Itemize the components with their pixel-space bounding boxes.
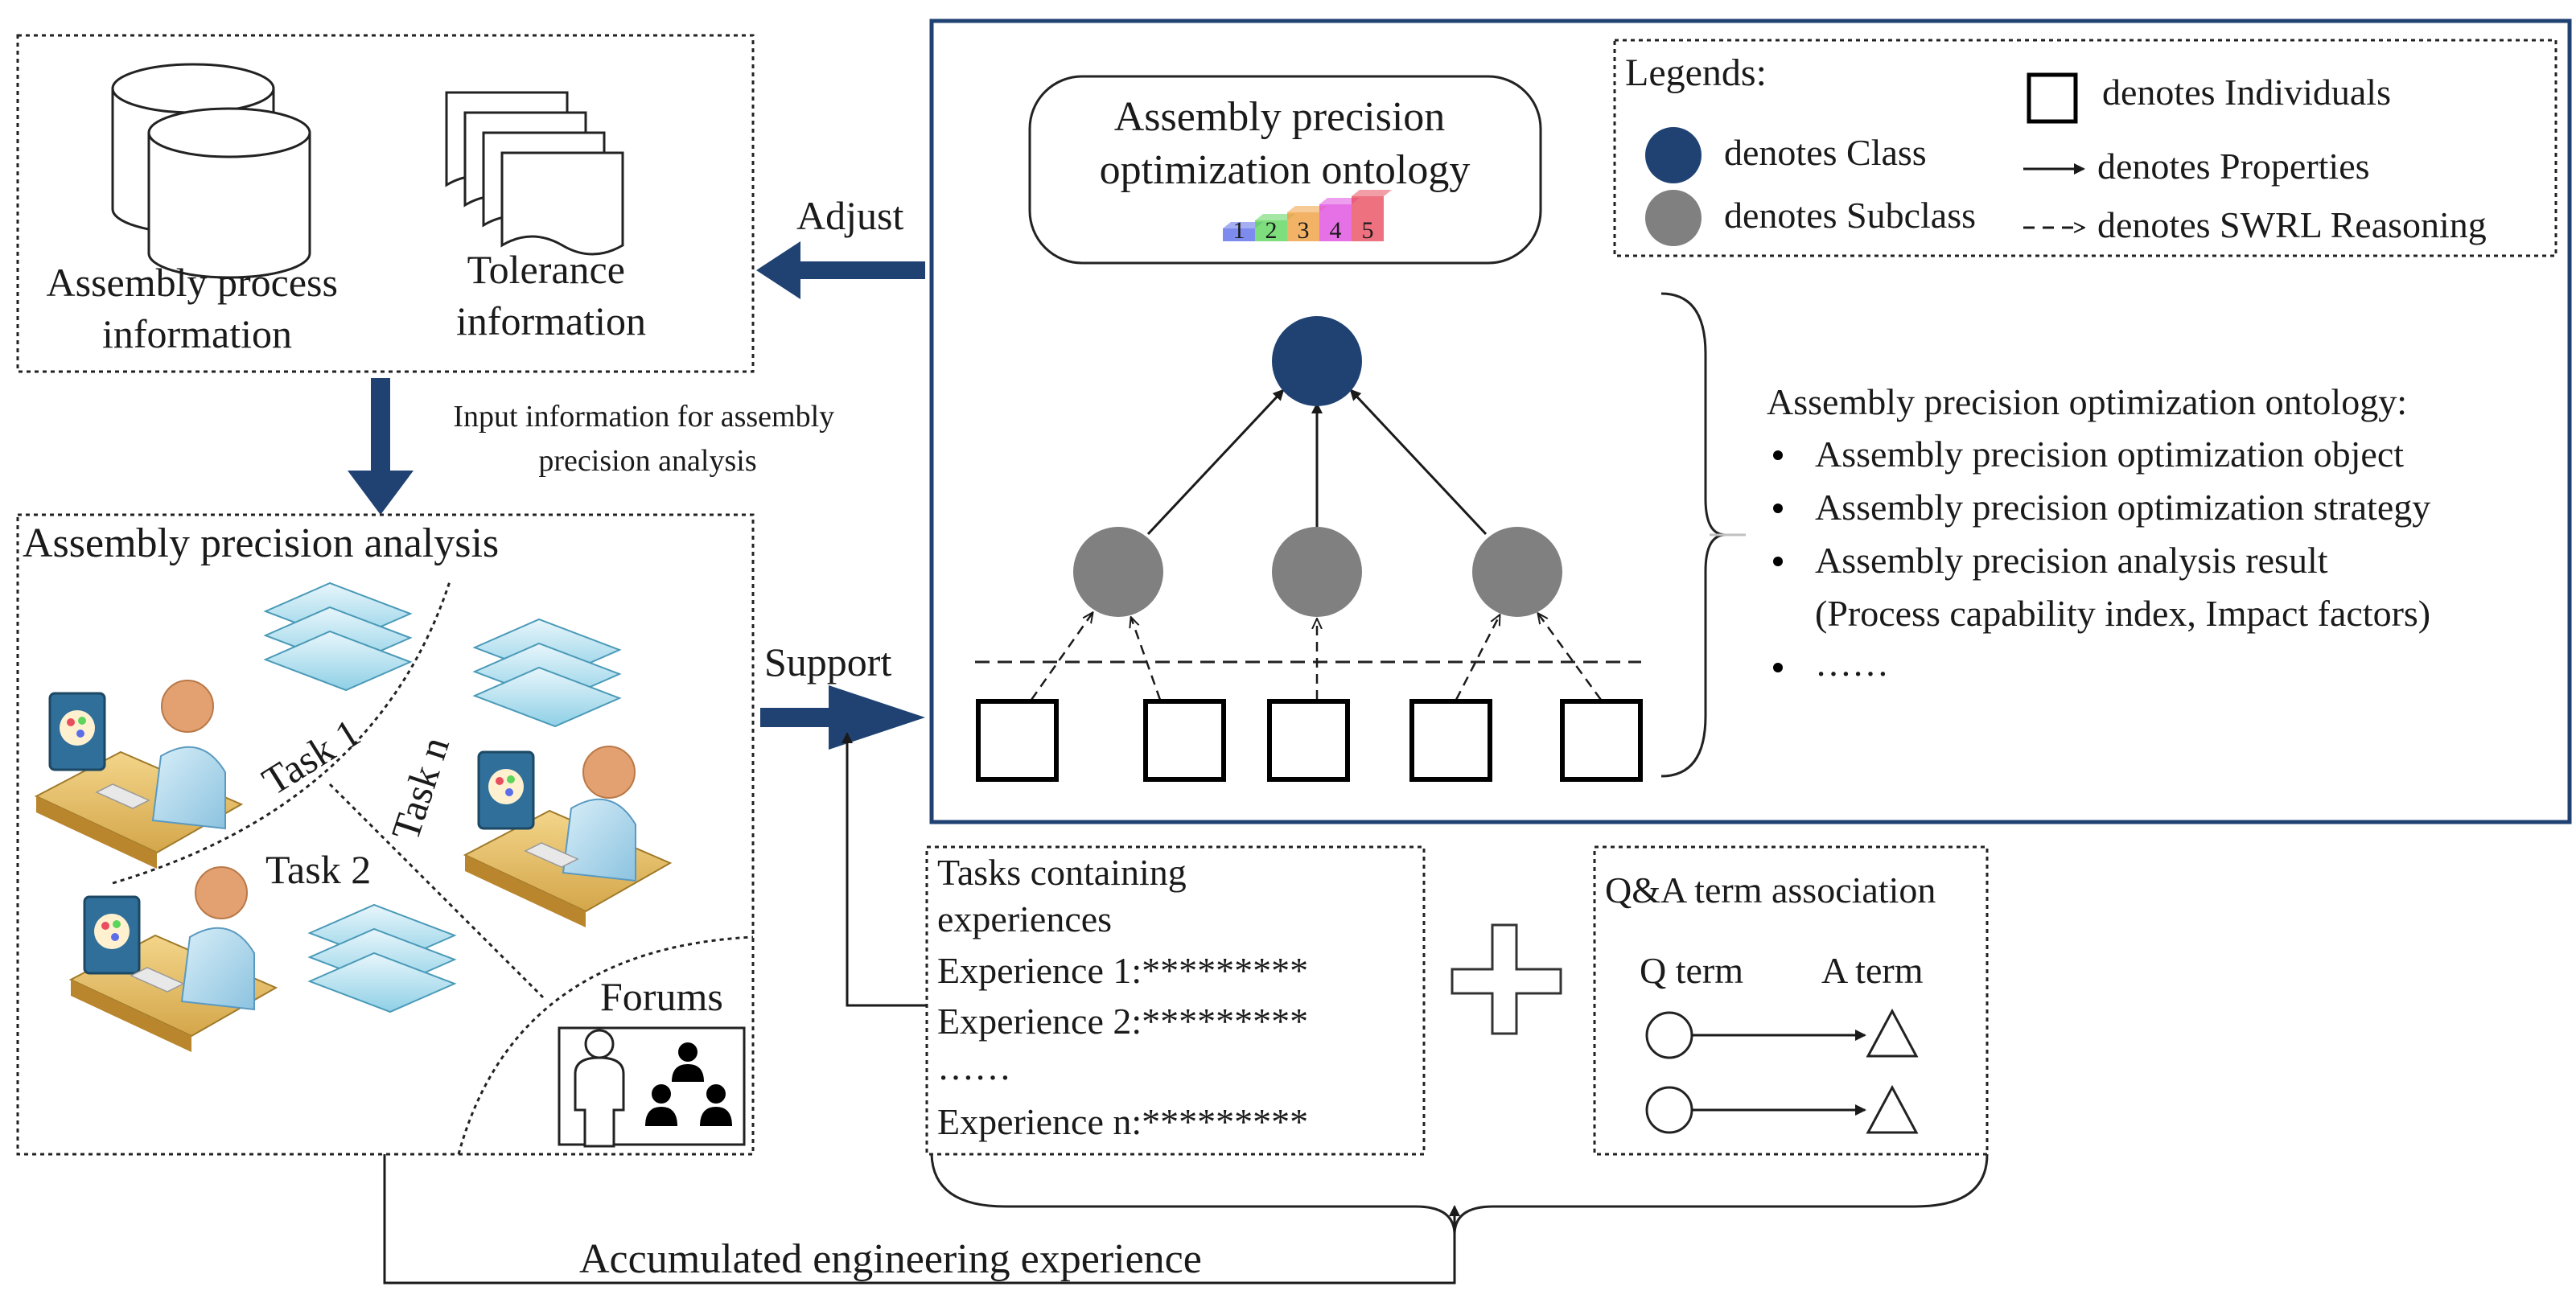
subclass-legend-label: denotes Subclass: [1724, 195, 1976, 236]
individual-node: [1560, 699, 1643, 782]
individuals-legend-marker: [2027, 72, 2078, 124]
bottom-brace: [930, 1153, 1989, 1235]
database-icon: [111, 63, 311, 279]
assembly-precision-analysis-title: Assembly precision analysis: [23, 520, 499, 566]
assembly-process-information-label: Assembly process information: [47, 260, 348, 356]
class-legend-label: denotes Class: [1724, 132, 1927, 173]
swrl-legend-label: denotes SWRL Reasoning: [2097, 204, 2487, 245]
a-term-node: [1866, 1008, 1919, 1058]
ontology-description-item: Assembly precision optimization object: [1815, 434, 2404, 475]
experience-item: Experience 2:*********: [937, 1001, 1308, 1042]
class-legend-marker: [1645, 127, 1702, 183]
task-documents-icon: [472, 618, 622, 728]
step-label: 5: [1362, 217, 1374, 244]
step-label: 3: [1298, 217, 1310, 244]
ontology-box: Assembly precision optimization ontology…: [929, 18, 2572, 824]
class-node: [1272, 316, 1362, 406]
ontology-description-item: Assembly precision analysis result: [1815, 540, 2328, 581]
individual-node: [1409, 699, 1492, 782]
support-arrow: Support: [760, 639, 925, 750]
task-documents-icon: [307, 903, 457, 1013]
individual-node: [1143, 699, 1226, 782]
task-2-label: Task 2: [265, 847, 371, 892]
step-block-top: [1255, 214, 1295, 220]
experience-item: ……: [937, 1046, 1011, 1087]
ontology-title: Assembly precision optimization ontology: [1100, 94, 1471, 193]
forums-label: Forums: [600, 974, 723, 1019]
ontology-description-heading: Assembly precision optimization ontology…: [1767, 381, 2407, 422]
adjust-arrow: Adjust: [756, 193, 925, 299]
experience-item: Experience n:*********: [937, 1101, 1308, 1142]
source-information-box: Assembly process information Tolerance i…: [16, 34, 755, 373]
support-label: Support: [764, 639, 891, 684]
experience-support-connector: [842, 732, 927, 1007]
qa-box: Q&A term association Q term A term: [1593, 845, 1989, 1156]
individual-node: [1267, 699, 1350, 782]
experiences-box: Tasks containing experiences Experience …: [925, 845, 1426, 1156]
ontology-description-item: (Process capability index, Impact factor…: [1815, 593, 2430, 634]
step-block: [1287, 212, 1319, 241]
legends-title: Legends:: [1625, 51, 1767, 94]
accumulated-experience-connector: [383, 1154, 1460, 1285]
subclass-node: [1472, 527, 1562, 617]
step-label: 1: [1233, 217, 1245, 244]
qa-title: Q&A term association: [1605, 869, 1936, 911]
tolerance-information-label: Tolerance information: [456, 247, 646, 343]
legends-box: Legends: denotes Class denotes Subclass …: [1613, 39, 2557, 257]
engineer-workstation-icon: [34, 680, 244, 869]
step-block-top: [1319, 198, 1360, 204]
ontology-description-item: ……: [1815, 643, 1889, 684]
plus-icon: [1451, 923, 1562, 1035]
documents-icon: [445, 91, 624, 256]
step-block: [1352, 196, 1384, 241]
experience-item: Experience 1:*********: [937, 950, 1308, 991]
input-information-label: Input information for assembly precision…: [453, 400, 842, 478]
input-arrow: Input information for assembly precision…: [348, 378, 842, 515]
task-documents-icon: [263, 582, 413, 692]
step-block: [1223, 228, 1255, 241]
experiences-title: Tasks containing experiences: [937, 852, 1195, 939]
step-block-top: [1287, 206, 1327, 212]
step-label: 2: [1265, 217, 1278, 244]
adjust-label: Adjust: [796, 193, 903, 238]
step-label: 4: [1330, 217, 1342, 244]
subclass-node: [1272, 527, 1362, 617]
ontology-hierarchy: [975, 316, 1643, 782]
engineer-workstation-icon: [68, 866, 278, 1052]
task-n-label: Task n: [382, 731, 458, 845]
step-block: [1255, 220, 1287, 241]
engineer-workstation-icon: [463, 746, 673, 927]
forum-users-icon: [558, 1026, 746, 1148]
properties-legend-label: denotes Properties: [2097, 146, 2370, 187]
ontology-description-item: Assembly precision optimization strategy: [1815, 487, 2430, 528]
q-term-label: Q term: [1640, 950, 1743, 991]
individual-node: [976, 699, 1059, 782]
step-block: [1319, 204, 1352, 241]
a-term-node: [1866, 1084, 1919, 1134]
subclass-legend-marker: [1645, 190, 1702, 246]
task-1-label: Task 1: [254, 709, 368, 804]
accumulated-experience-label: Accumulated engineering experience: [579, 1236, 1202, 1282]
step-block-top: [1352, 190, 1392, 196]
individuals-legend-label: denotes Individuals: [2102, 72, 2391, 113]
q-term-node: [1645, 1086, 1693, 1134]
assembly-precision-analysis-box: Assembly precision analysis Task 1 Task …: [16, 513, 755, 1156]
subclass-node: [1073, 527, 1163, 617]
step-block-top: [1223, 222, 1263, 228]
a-term-label: A term: [1821, 950, 1924, 991]
q-term-node: [1645, 1011, 1693, 1059]
ontology-description: Assembly precision optimization ontology…: [1767, 381, 2430, 684]
